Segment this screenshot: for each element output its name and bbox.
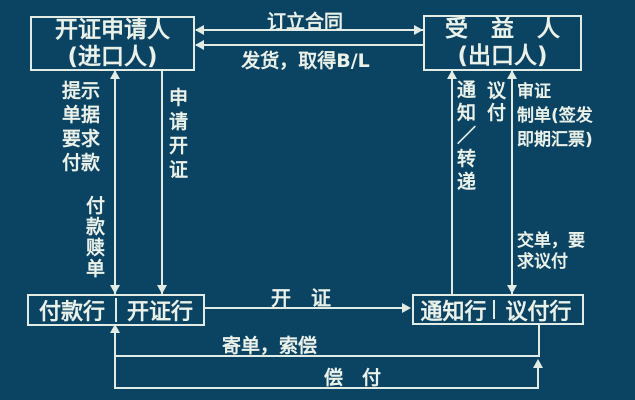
arrowhead-up-icon [533,359,543,368]
edge-present-request-label: 交单，要 求议付 [517,231,585,272]
edge-ship-goods-line [196,44,423,46]
node-applicant: 开证申请人 (进口人) [30,16,195,71]
edge-notify-line [451,70,453,294]
arrowhead-down-icon [110,285,120,294]
node-issuing-bank: 开证行 [126,300,193,325]
edge-contract-line [196,29,423,31]
edge-send-claim-line [538,325,540,356]
edge-reimburse-label: 偿 付 [324,367,382,389]
arrowhead-left-icon [195,25,204,35]
arrowhead-up-icon [110,70,120,79]
arrowhead-left-icon [195,40,204,50]
node-paying-bank: 付款行 [38,300,105,325]
edge-apply-issue-line [161,70,163,294]
arrowhead-up-icon [110,324,120,333]
edge-examine-prepare-label: 审证 制单(签发 即期汇票) [517,82,593,150]
divider [493,300,495,319]
arrowhead-down-icon [157,285,167,294]
arrowhead-up-icon [507,70,517,79]
node-banks-right: 通知行 议付行 [412,294,584,325]
arrowhead-up-icon [447,70,457,79]
edge-apply-issue-label: 申 请 开 证 [169,87,189,181]
arrowhead-down-icon [507,285,517,294]
arrowhead-right-icon [402,303,411,313]
edge-reimburse-line [537,368,539,387]
edge-present-pay-line [114,70,116,294]
node-banks-left: 付款行 开证行 [27,294,205,326]
edge-notify-forward-label: 通 知 ／ 转 递 [457,79,477,193]
edge-send-claim-line [114,355,540,357]
edge-negotiate-line [511,70,513,294]
edge-present-docs-label: 提示 单据 要求 付款 [62,80,101,174]
node-negotiating-bank: 议付行 [505,299,572,325]
divider [115,298,117,322]
edge-ship-goods-label: 发货，取得B/L [241,50,370,72]
edge-reimburse-line [114,387,539,389]
edge-contract-label: 订立合同 [266,11,343,33]
node-advising-bank: 通知行 [420,299,487,325]
edge-issue-lc-label: 开 证 [271,286,331,310]
edge-send-claim-line [114,331,116,388]
arrowhead-right-icon [414,25,423,35]
edge-pay-redeem-label: 付 款 赎 单 [86,195,106,280]
edge-send-claim-label: 寄单，索偿 [222,335,318,357]
node-beneficiary: 受 益 人 (出口人) [423,15,582,71]
edge-issue-lc-line [205,307,404,309]
edge-negotiate-label: 议 付 [487,80,507,124]
